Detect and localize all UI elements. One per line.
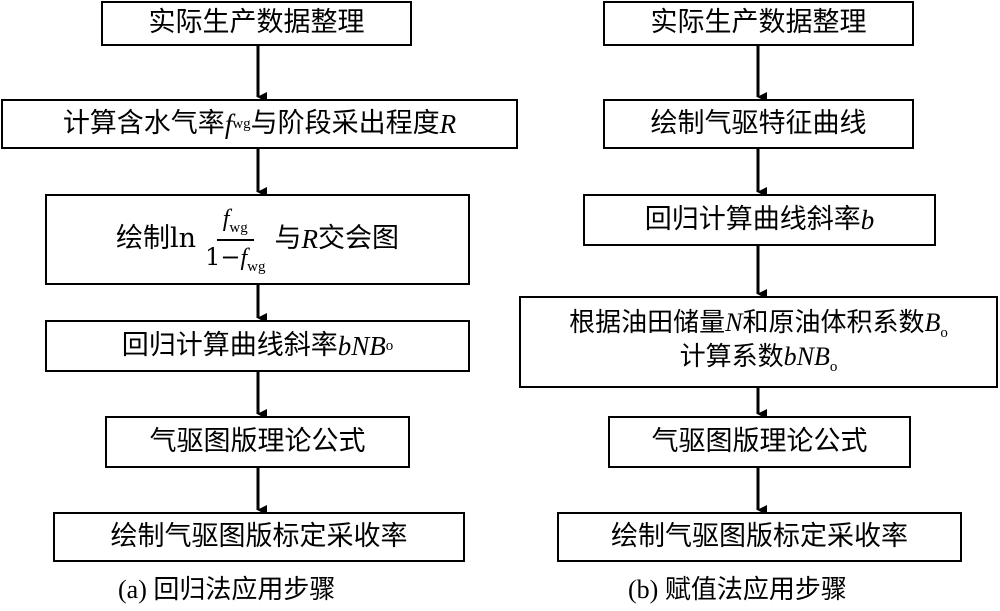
- right-step-1: 实际生产数据整理: [603, 1, 914, 46]
- left-step-3-fraction: fwg 1−fwg: [199, 204, 271, 276]
- left-caption: (a) 回归法应用步骤: [118, 575, 336, 604]
- right-step-5: 气驱图版理论公式: [608, 416, 911, 468]
- left-step-5-text: 气驱图版理论公式: [149, 425, 366, 457]
- left-step-3-den-1: 1−: [205, 242, 241, 271]
- left-step-3-den-sub: wg: [247, 258, 266, 275]
- left-step-5: 气驱图版理论公式: [105, 416, 410, 468]
- left-step-3-num-sub: wg: [229, 219, 248, 236]
- right-caption: (b) 赋值法应用步骤: [628, 575, 847, 604]
- left-step-2-R: R: [439, 108, 457, 139]
- right-step-4: 根据油田储量N和原油体积系数Bo 计算系数bNBo: [519, 296, 998, 388]
- right-step-2-text: 绘制气驱特征曲线: [650, 107, 867, 139]
- left-step-3-mid: 与: [274, 223, 302, 255]
- left-step-3-prefix: 绘制ln: [116, 223, 197, 255]
- right-step-6: 绘制气驱图版标定采收率: [557, 512, 962, 562]
- left-step-2-f: f: [224, 108, 233, 139]
- left-step-3-suffix: 交会图: [317, 223, 399, 255]
- right-step-3-prefix: 回归计算曲线斜率: [644, 203, 861, 235]
- right-step-4-line-2: 计算系数bNBo: [680, 342, 838, 376]
- right-step-2: 绘制气驱特征曲线: [603, 99, 914, 149]
- right-step-6-text: 绘制气驱图版标定采收率: [611, 520, 908, 552]
- right-step-4-bNB: bNB: [783, 342, 830, 371]
- right-step-4-Bsub: o: [940, 324, 948, 341]
- left-step-6-text: 绘制气驱图版标定采收率: [110, 520, 408, 552]
- left-step-2-prefix: 计算含水气率: [62, 107, 225, 139]
- left-step-4-bNB: bNB: [337, 330, 386, 361]
- left-step-4-prefix: 回归计算曲线斜率: [121, 329, 338, 361]
- left-step-2-mid: 与阶段采出程度: [250, 107, 440, 139]
- right-step-4-B: B: [924, 307, 941, 337]
- left-step-4-sub: o: [385, 338, 394, 354]
- left-step-3-R: R: [301, 224, 318, 255]
- left-step-1: 实际生产数据整理: [101, 1, 412, 46]
- right-step-4-N: N: [725, 307, 743, 337]
- right-step-4-line-1: 根据油田储量N和原油体积系数Bo: [569, 308, 948, 342]
- right-step-1-text: 实际生产数据整理: [650, 7, 867, 39]
- right-step-5-text: 气驱图版理论公式: [651, 425, 868, 457]
- right-step-4-line2-prefix: 计算系数: [679, 342, 784, 372]
- left-step-6: 绘制气驱图版标定采收率: [53, 512, 465, 562]
- right-step-4-prefix: 根据油田储量: [569, 307, 726, 338]
- right-step-4-mid: 和原油体积系数: [742, 307, 925, 338]
- left-step-3-num-f: f: [222, 205, 230, 232]
- right-step-3-b: b: [860, 204, 875, 235]
- right-step-4-sub: o: [829, 359, 838, 375]
- left-step-3-den-f: f: [240, 244, 248, 271]
- left-step-2-sub: wg: [232, 116, 251, 132]
- left-step-1-text: 实际生产数据整理: [148, 7, 365, 39]
